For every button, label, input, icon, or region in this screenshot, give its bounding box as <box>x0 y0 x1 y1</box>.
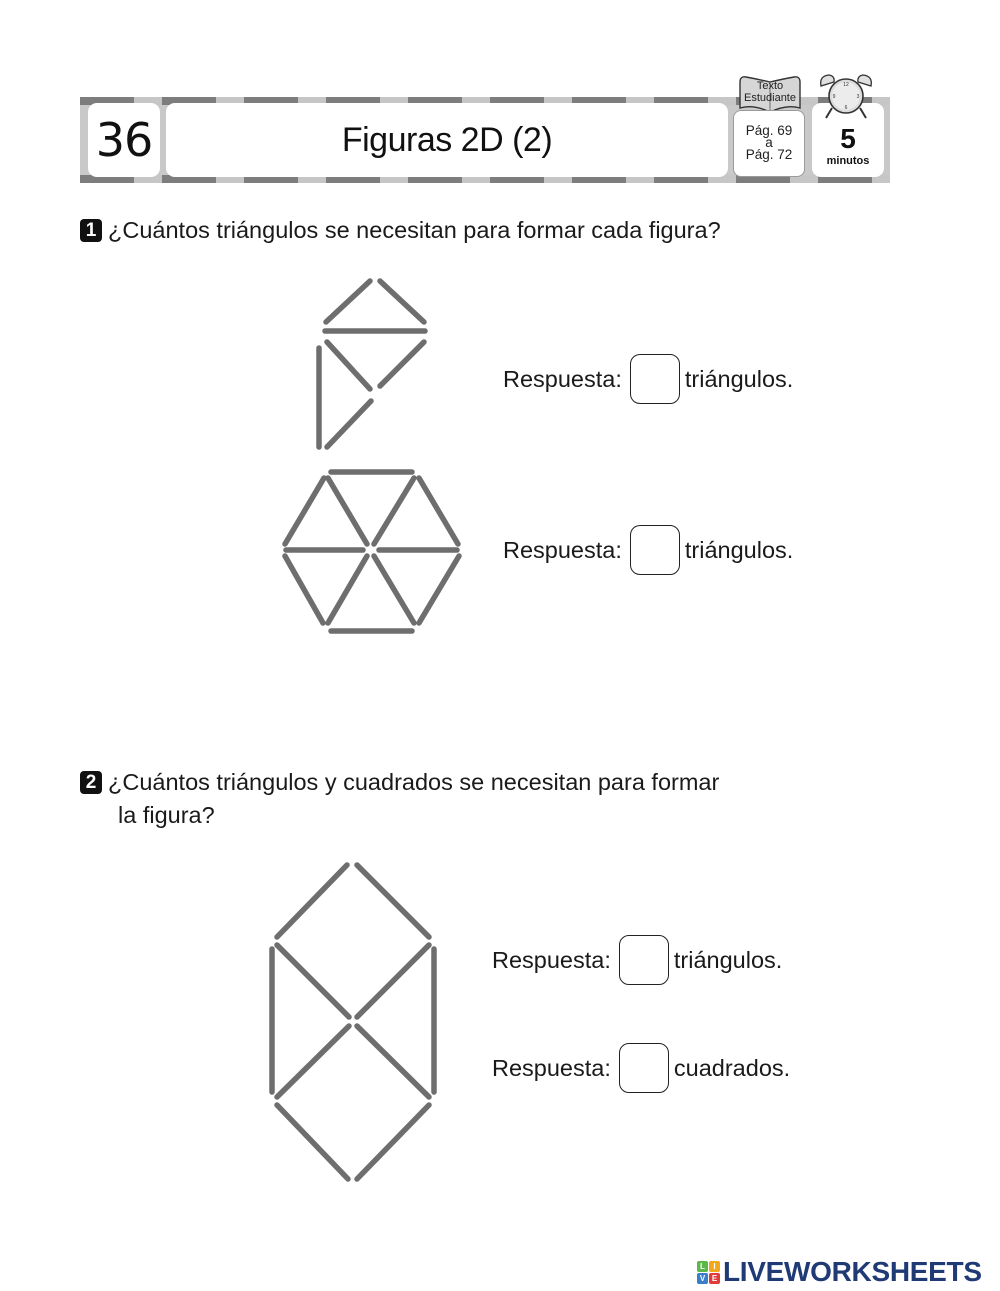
answer-unit: triángulos. <box>673 946 783 973</box>
answer-unit: cuadrados. <box>673 1054 791 1081</box>
question-2-number-badge: 2 <box>80 771 102 794</box>
answer-row-3: Respuesta: triángulos. <box>492 935 782 985</box>
page-title: Figuras 2D (2) <box>166 103 728 177</box>
question-2-text-line2: la figura? <box>118 802 215 828</box>
time-estimate: 5 minutos <box>812 103 884 177</box>
pages-from: Pág. 69 <box>745 123 793 138</box>
answer-input-figure-3-squares[interactable] <box>618 1043 669 1093</box>
page-reference: Pág. 69 a Pág. 72 <box>733 110 805 177</box>
lesson-number-text: 36 <box>95 113 154 167</box>
answer-unit: triángulos. <box>684 536 794 563</box>
time-unit: minutos <box>826 155 870 167</box>
question-2-text-line1: ¿Cuántos triángulos y cuadrados se neces… <box>108 769 720 795</box>
answer-row-4: Respuesta: cuadrados. <box>492 1043 790 1093</box>
alarm-clock-icon: 12 3 6 9 <box>820 74 872 119</box>
pages-to: Pág. 72 <box>745 147 793 162</box>
logo-letter-e: E <box>709 1272 720 1284</box>
book-label-line2: Estudiante <box>744 92 796 104</box>
logo-letter-l: L <box>697 1260 708 1272</box>
book-label-line1: Texto <box>756 80 784 92</box>
time-value: 5 <box>840 123 856 154</box>
lesson-number: 36 <box>88 103 160 177</box>
answer-label: Respuesta: <box>492 1054 611 1081</box>
answer-row-2: Respuesta: triángulos. <box>503 525 793 575</box>
svg-text:6: 6 <box>845 105 848 111</box>
answer-unit: triángulos. <box>684 365 794 392</box>
question-1-text: ¿Cuántos triángulos se necesitan para fo… <box>108 217 721 243</box>
pages-separator: a <box>765 135 773 150</box>
question-1-number-badge: 1 <box>80 219 102 242</box>
svg-text:9: 9 <box>833 94 836 100</box>
question-1: 1 ¿Cuántos triángulos se necesitan para f… <box>80 214 721 247</box>
book-label: Texto Estudiante <box>737 80 803 104</box>
answer-label: Respuesta: <box>492 946 611 973</box>
question-2: 2 ¿Cuántos triángulos y cuadrados se nece… <box>80 766 719 799</box>
answer-input-figure-3-triangles[interactable] <box>618 935 669 985</box>
answer-row-1: Respuesta: triángulos. <box>503 354 793 404</box>
svg-text:3: 3 <box>857 94 860 100</box>
answer-input-figure-1-triangles[interactable] <box>629 354 680 404</box>
logo-letter-i: I <box>709 1260 720 1272</box>
answer-label: Respuesta: <box>503 536 622 563</box>
svg-text:12: 12 <box>843 82 849 88</box>
logo-letter-v: V <box>697 1272 708 1284</box>
page-title-text: Figuras 2D (2) <box>341 120 553 159</box>
answer-input-figure-2-triangles[interactable] <box>629 525 680 575</box>
liveworksheets-logo[interactable]: L I V E LIVEWORKSHEETS <box>697 1256 982 1288</box>
logo-icon: L I V E <box>697 1260 720 1284</box>
answer-label: Respuesta: <box>503 365 622 392</box>
logo-text: LIVEWORKSHEETS <box>723 1256 982 1287</box>
